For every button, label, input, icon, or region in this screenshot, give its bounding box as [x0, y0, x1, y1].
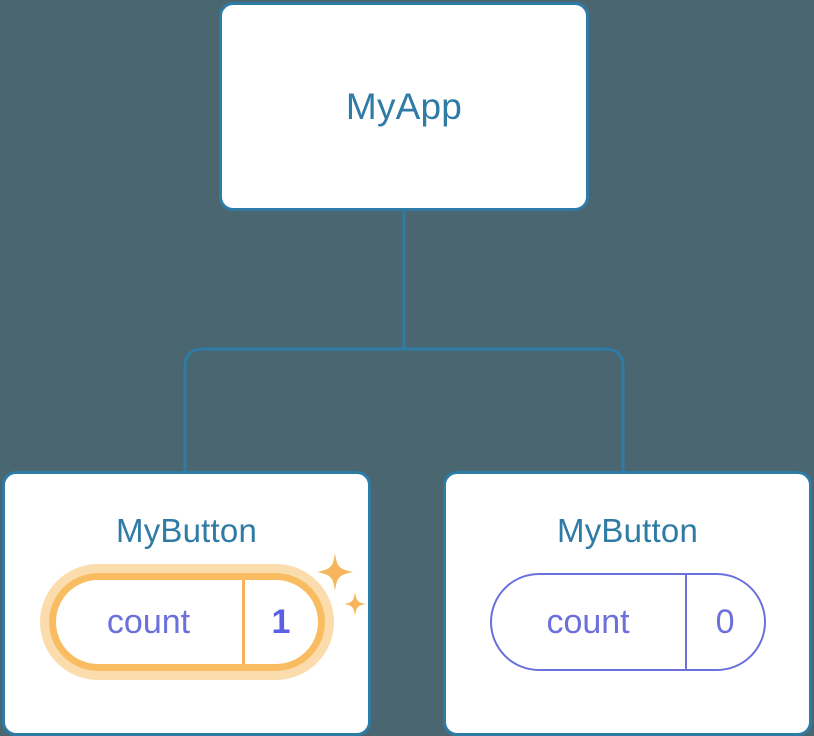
node-child-title: MyButton — [116, 512, 257, 549]
state-pill-glow — [39, 564, 334, 680]
sparkle-large-icon — [316, 553, 353, 591]
state-pill[interactable]: count 1 — [48, 573, 325, 671]
connector-branch-left — [183, 347, 404, 472]
state-pill-label: count — [106, 603, 191, 641]
node-child-mybutton-1[interactable]: MyButton count 0 — [443, 471, 812, 736]
state-pill-highlighted[interactable]: count 1 — [39, 553, 366, 680]
connector-branch-right — [404, 347, 625, 472]
node-child-title: MyButton — [557, 512, 698, 549]
node-root-title: MyApp — [345, 85, 463, 127]
state-pill-divider — [684, 575, 687, 669]
node-child-mybutton-0[interactable]: MyButton count 1 — [2, 471, 371, 736]
state-pill[interactable]: count 0 — [489, 573, 766, 671]
state-pill-label: count — [546, 603, 630, 641]
state-pill-divider — [241, 580, 245, 664]
sparkle-small-icon — [343, 592, 366, 616]
state-pill-value: 0 — [715, 603, 735, 641]
state-pill-value: 1 — [271, 603, 291, 641]
node-root-myapp[interactable]: MyApp — [219, 2, 589, 211]
state-pill-plain[interactable]: count 0 — [489, 573, 766, 671]
